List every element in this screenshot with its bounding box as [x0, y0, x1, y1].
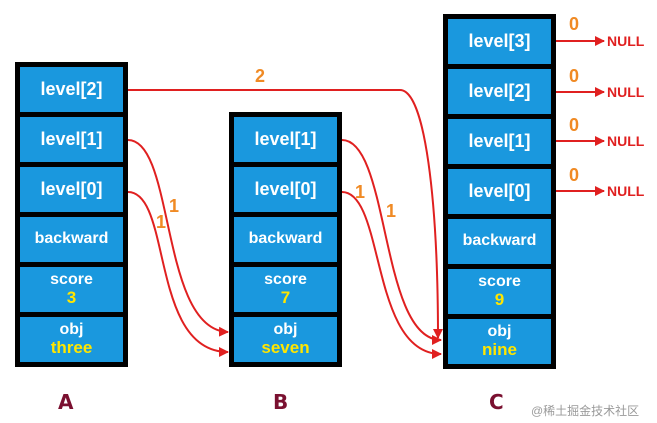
score-value: 3: [66, 287, 77, 307]
obj-value: three: [50, 337, 93, 357]
node-b-level0-cell: level[0]: [234, 167, 337, 212]
node-c-level0-cell: level[0]: [448, 169, 551, 214]
span-label-c-level0: 0: [569, 165, 580, 185]
null-target: NULL: [607, 133, 645, 149]
span-label-b-level1: 1: [355, 182, 366, 202]
node-c-level1-cell: level[1]: [448, 119, 551, 164]
node-a-level2-cell: level[2]: [20, 67, 123, 112]
span-label-a-level0: 1: [156, 212, 167, 232]
obj-value: nine: [482, 339, 517, 359]
node-a: level[2] level[1] level[0] backward scor…: [15, 62, 128, 367]
obj-value: seven: [261, 337, 310, 357]
span-label-a-level1: 1: [169, 196, 180, 216]
node-b-backward-cell: backward: [234, 217, 337, 262]
arrow-a-level2-to-c: [128, 89, 443, 339]
span-label-c-level2: 0: [569, 66, 580, 86]
obj-label: obj: [487, 323, 512, 341]
node-b-label: B: [273, 390, 289, 414]
span-label-b-level0: 1: [386, 201, 397, 221]
arrow-a-level0-to-b: [127, 191, 229, 357]
node-c-level2-cell: level[2]: [448, 69, 551, 114]
node-a-backward-cell: backward: [20, 217, 123, 262]
obj-label: obj: [273, 321, 298, 339]
node-c-level3-cell: level[3]: [448, 19, 551, 64]
node-c-obj-cell: obj nine: [448, 319, 551, 364]
node-a-level0-cell: level[0]: [20, 167, 123, 212]
node-a-obj-cell: obj three: [20, 317, 123, 362]
node-c-backward-cell: backward: [448, 219, 551, 264]
node-b-level1-cell: level[1]: [234, 117, 337, 162]
score-label: score: [50, 271, 93, 289]
span-label-c-level3: 0: [569, 14, 580, 34]
node-b-obj-cell: obj seven: [234, 317, 337, 362]
score-label: score: [264, 271, 307, 289]
node-b-score-cell: score 7: [234, 267, 337, 312]
null-target: NULL: [607, 33, 645, 49]
arrow-b-level1-to-c: [341, 139, 442, 345]
node-c: level[3] level[2] level[1] level[0] back…: [443, 14, 556, 369]
node-c-score-cell: score 9: [448, 269, 551, 314]
node-a-label: A: [58, 390, 74, 414]
node-a-level1-cell: level[1]: [20, 117, 123, 162]
obj-label: obj: [59, 321, 84, 339]
null-target: NULL: [607, 84, 645, 100]
null-target: NULL: [607, 183, 645, 199]
arrow-b-level0-to-c: [341, 191, 442, 359]
score-label: score: [478, 273, 521, 291]
score-value: 9: [494, 289, 505, 309]
watermark: @稀土掘金技术社区: [531, 404, 640, 418]
score-value: 7: [280, 287, 291, 307]
span-label-c-level1: 0: [569, 115, 580, 135]
arrow-a-level1-to-b: [127, 139, 229, 337]
node-a-score-cell: score 3: [20, 267, 123, 312]
node-b: level[1] level[0] backward score 7 obj s…: [229, 112, 342, 367]
node-c-label: C: [489, 390, 504, 414]
span-label-a-level2: 2: [255, 66, 266, 86]
